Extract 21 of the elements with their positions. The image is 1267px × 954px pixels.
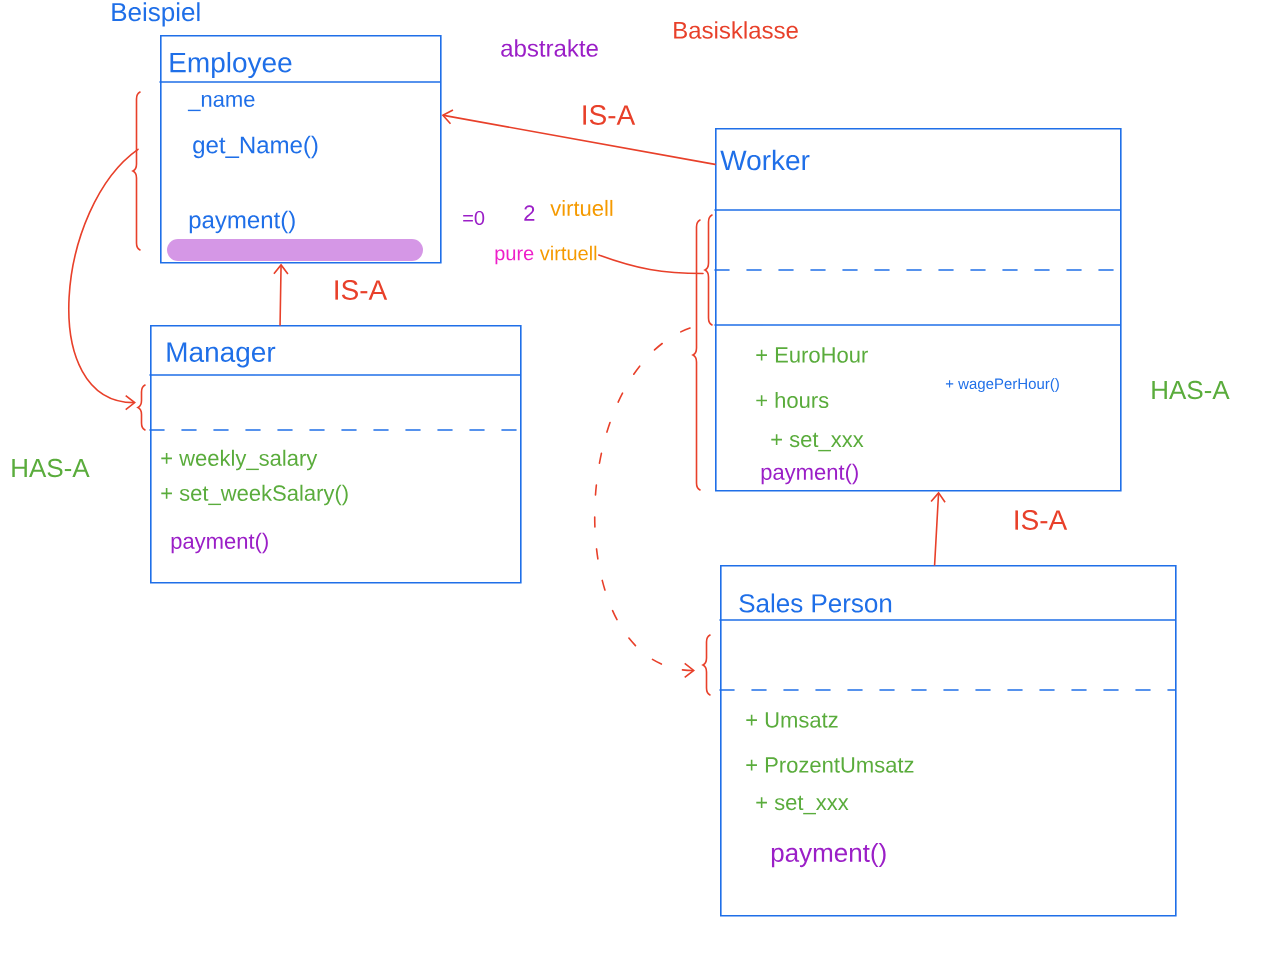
arrow — [930, 491, 946, 566]
class-box: Employee _name get_Name() payment() — [159, 35, 442, 264]
arrow — [273, 263, 289, 326]
arrow — [441, 109, 716, 166]
title: Beispiel — [112, 2, 200, 27]
arrow — [593, 327, 695, 679]
class-box: Sales Person + Umsatz + ProzentUmsatz + set_xxx payment() — [719, 565, 1177, 917]
arrow — [68, 148, 139, 411]
edge-label: IS-A — [1011, 509, 1069, 531]
annotation: Basisklasse — [674, 21, 798, 39]
class-box: Manager + weekly_salary + set_weekSalary() payment() — [149, 325, 522, 584]
annotation: virtuell — [550, 199, 613, 217]
annotation: =0 — [463, 210, 485, 226]
annotation: HAS-A — [1152, 380, 1230, 400]
annotation: 2 — [524, 205, 535, 221]
annotation: HAS-A — [12, 458, 90, 478]
note-text: pure virtuell — [495, 245, 597, 265]
edge-label: IS-A — [331, 279, 389, 301]
class-box: Worker + EuroHour + wagePerHour() + hours + set_xxx payment() — [714, 128, 1122, 492]
edge-label: IS-A — [579, 104, 637, 126]
annotation: abstrakte — [501, 39, 598, 57]
